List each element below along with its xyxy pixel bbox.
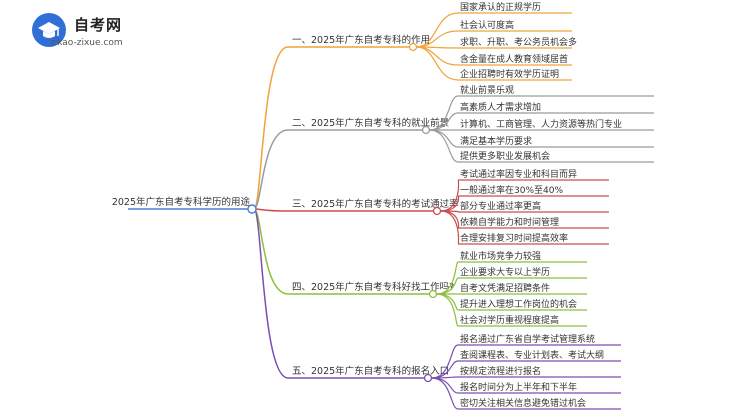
branch-5-leaf-2-label: 查阅课程表、专业计划表、考试大纲	[460, 349, 604, 361]
branch-1-leaf-1-label: 国家承认的正规学历	[460, 1, 541, 13]
branch-4-leaf-1-connector	[436, 261, 459, 295]
root-to-branch-1-connector	[253, 46, 289, 210]
branch-2-leaf-5-connector	[429, 129, 459, 163]
branch-5-node[interactable]	[423, 373, 433, 383]
branch-1-leaf-2-label: 社会认可度高	[460, 19, 514, 31]
branch-5-leaf-5-connector	[431, 377, 459, 410]
branch-4-leaf-4-label: 提升进入理想工作岗位的机会	[460, 298, 577, 310]
branch-1-label: 一、2025年广东自考专科的作用	[292, 34, 430, 46]
branch-3-leaf-1-connector	[440, 179, 460, 212]
branch-5-label: 五、2025年广东自考专科的报名入口	[292, 365, 449, 377]
branch-2-leaf-2-label: 高素质人才需求增加	[460, 101, 541, 113]
branch-1-leaf-4-label: 含金量在成人教育领域居首	[460, 53, 568, 65]
root-node[interactable]	[247, 204, 257, 214]
branch-2-label: 二、2025年广东自考专科的就业前景	[292, 117, 449, 129]
branch-5-leaf-1-connector	[431, 344, 459, 379]
branch-5-leaf-5-label: 密切关注相关信息避免错过机会	[460, 397, 586, 409]
branch-1-leaf-5-connector	[416, 46, 459, 81]
branch-2-node[interactable]	[421, 125, 431, 135]
branch-4-leaf-2-label: 企业要求大专以上学历	[460, 266, 550, 278]
branch-2-leaf-5-label: 提供更多职业发展机会	[460, 150, 550, 162]
branch-5-leaf-4-label: 报名时间分为上半年和下半年	[460, 381, 577, 393]
branch-3-leaf-5-label: 合理安排复习时间提高效率	[460, 232, 568, 244]
branch-2-leaf-1-label: 就业前景乐观	[460, 84, 514, 96]
branch-3-leaf-1-label: 考试通过率因专业和科目而异	[460, 168, 577, 180]
logo-url: zikao-zixue.com	[50, 38, 123, 48]
branch-4-leaf-5-connector	[436, 293, 459, 327]
branch-4-leaf-3-label: 自考文凭满足招聘条件	[460, 282, 550, 294]
branch-5-leaf-3-label: 按规定流程进行报名	[460, 365, 541, 377]
branch-3-leaf-5-connector	[440, 210, 460, 245]
branch-5-leaf-1-label: 报名通过广东省自学考试管理系统	[460, 333, 595, 345]
branch-1-leaf-4-connector	[416, 46, 459, 66]
branch-4-node[interactable]	[428, 289, 438, 299]
branch-4-leaf-5-label: 社会对学历重视程度提高	[460, 314, 559, 326]
branch-3-label: 三、2025年广东自考专科的考试通过率	[292, 198, 459, 210]
branch-1-node[interactable]	[408, 42, 418, 52]
branch-3-leaf-3-label: 部分专业通过率更高	[460, 200, 541, 212]
root-to-branch-3-connector	[253, 208, 289, 212]
branch-4-leaf-4-connector	[436, 293, 459, 311]
root-to-branch-4-connector	[253, 208, 289, 295]
branch-1-leaf-3-label: 求职、升职、考公务员机会多	[460, 36, 577, 48]
branch-2-leaf-3-label: 计算机、工商管理、人力资源等热门专业	[460, 118, 622, 130]
root-to-branch-5-connector	[253, 208, 289, 379]
branch-1-leaf-5-label: 企业招聘时有效学历证明	[460, 68, 559, 80]
graduation-cap-icon	[32, 13, 66, 47]
site-logo[interactable]: 自考网 zikao-zixue.com	[12, 12, 142, 54]
branch-2-leaf-4-label: 满足基本学历要求	[460, 135, 532, 147]
logo-title: 自考网	[74, 16, 123, 34]
root-node-label: 2025年广东自考专科学历的用途	[112, 196, 251, 208]
branch-4-label: 四、2025年广东自考专科好找工作吗?	[292, 281, 454, 293]
branch-3-leaf-2-label: 一般通过率在30%至40%	[460, 184, 563, 196]
branch-4-leaf-1-label: 就业市场竞争力较强	[460, 250, 541, 262]
root-to-branch-2-connector	[253, 129, 289, 210]
branch-3-node[interactable]	[432, 206, 442, 216]
branch-3-leaf-4-label: 依赖自学能力和时间管理	[460, 216, 559, 228]
